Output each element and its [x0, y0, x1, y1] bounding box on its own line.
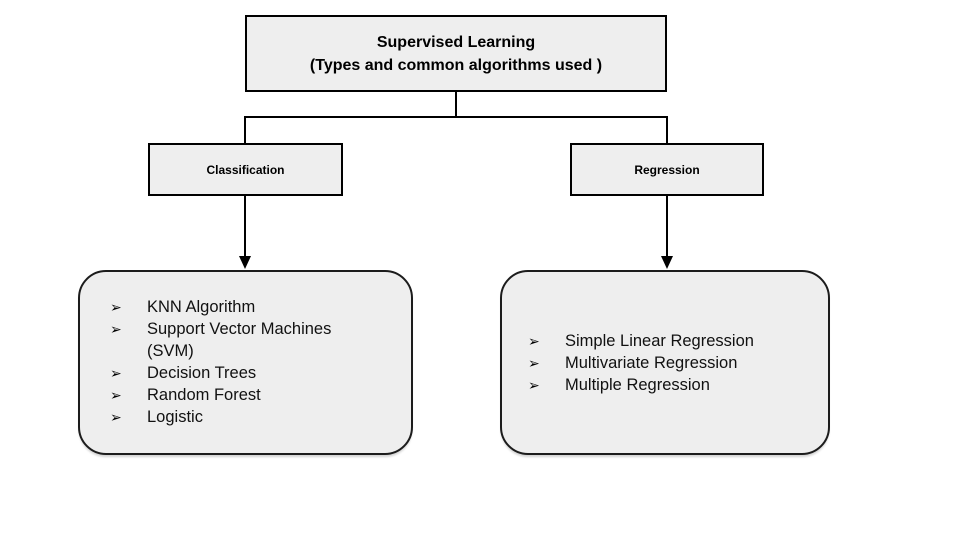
- algorithm-name: Logistic: [147, 408, 203, 426]
- arrowhead-bullet-icon: ➢: [528, 332, 540, 349]
- connector-horizontal: [244, 116, 668, 118]
- algorithm-name: Multiple Regression: [565, 375, 710, 394]
- list-item: ➢ Simple Linear Regression: [528, 330, 828, 352]
- list-item: ➢ KNN Algorithm: [110, 296, 411, 318]
- leaf-node-classification-algorithms: ➢ KNN Algorithm ➢ Support Vector Machines (…: [78, 270, 413, 455]
- algorithm-name: Support Vector Machines (SVM): [147, 320, 332, 360]
- list-item: ➢ Decision Trees: [110, 362, 411, 384]
- connector-root-drop: [455, 92, 457, 117]
- root-title-line2: (Types and common algorithms used ): [309, 56, 603, 74]
- arrowhead-bullet-icon: ➢: [528, 354, 540, 371]
- list-item: ➢ Multiple Regression: [528, 374, 828, 396]
- branch-node-classification: Classification: [148, 143, 343, 196]
- branch-label: Classification: [206, 162, 285, 177]
- root-node-supervised-learning: Supervised Learning (Types and common al…: [245, 15, 667, 92]
- arrow-line-classification: [244, 196, 246, 258]
- arrowhead-bullet-icon: ➢: [110, 299, 122, 315]
- algorithm-name: Simple Linear Regression: [565, 331, 754, 350]
- algorithm-name: Decision Trees: [147, 364, 257, 382]
- arrowhead-bullet-icon: ➢: [110, 409, 122, 425]
- list-item: ➢ Support Vector Machines (SVM): [110, 318, 411, 362]
- connector-right-drop: [666, 117, 668, 143]
- arrowhead-down-icon: [661, 256, 673, 269]
- arrowhead-bullet-icon: ➢: [528, 376, 540, 393]
- branch-label: Regression: [634, 162, 700, 177]
- arrow-line-regression: [666, 196, 668, 258]
- list-item: ➢ Random Forest: [110, 384, 411, 406]
- connector-left-drop: [244, 117, 246, 143]
- arrowhead-bullet-icon: ➢: [110, 321, 122, 337]
- leaf-node-regression-algorithms: ➢ Simple Linear Regression ➢ Multivariate R…: [500, 270, 830, 455]
- list-item: ➢ Multivariate Regression: [528, 352, 828, 374]
- arrowhead-bullet-icon: ➢: [110, 387, 122, 403]
- classification-algorithm-list: ➢ KNN Algorithm ➢ Support Vector Machines (…: [80, 296, 411, 428]
- algorithm-name: KNN Algorithm: [147, 298, 256, 316]
- regression-algorithm-list: ➢ Simple Linear Regression ➢ Multivariate R…: [502, 330, 828, 396]
- arrowhead-bullet-icon: ➢: [110, 365, 122, 381]
- root-title-line1: Supervised Learning: [376, 33, 536, 51]
- branch-node-regression: Regression: [570, 143, 764, 196]
- arrowhead-down-icon: [239, 256, 251, 269]
- algorithm-name: Random Forest: [147, 386, 261, 404]
- algorithm-name: Multivariate Regression: [565, 353, 738, 372]
- list-item: ➢ Logistic: [110, 406, 411, 428]
